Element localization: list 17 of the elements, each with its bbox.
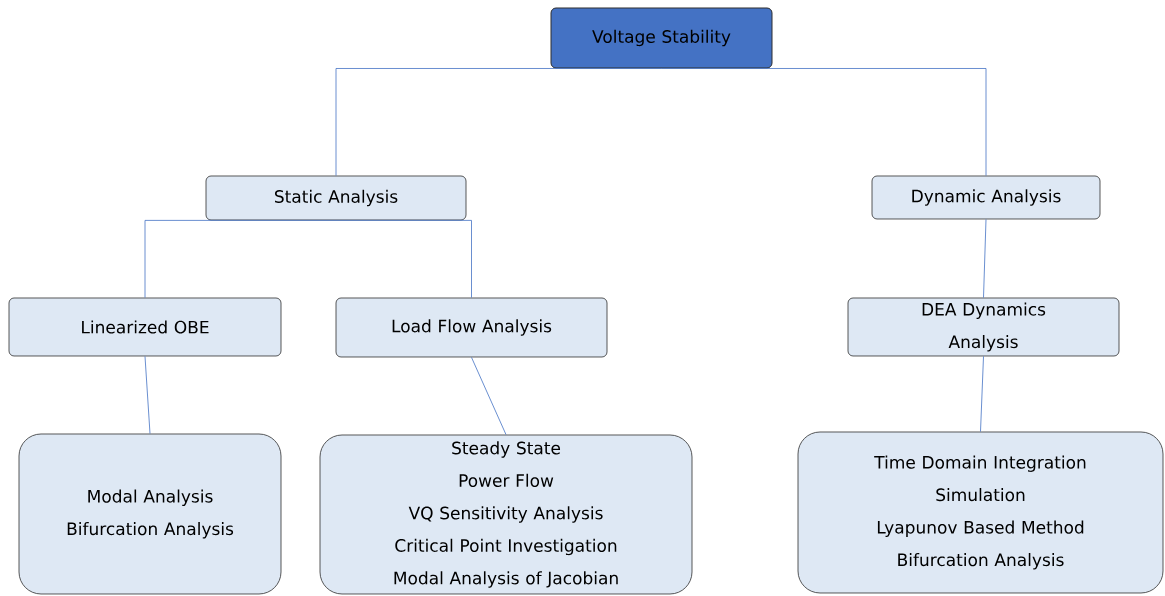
category-box: Linearized OBE [8, 297, 282, 357]
category-box: Dynamic Analysis [871, 175, 1101, 220]
category-box: Static Analysis [205, 175, 467, 221]
title-box: Voltage Stability [550, 7, 773, 69]
method-list-box: Steady State Power Flow VQ Sensitivity Analysis Critical Point Investigation Modal Analysis of Jacobian [319, 434, 693, 595]
connector-line [983, 219, 987, 298]
category-box: DEA Dynamics Analysis [847, 297, 1120, 357]
connector-line [335, 68, 662, 176]
method-list-box: Time Domain Integration Simulation Lyapunov Based Method Bifurcation Analysis [797, 431, 1164, 594]
connector-line [661, 68, 987, 176]
method-list-box: Modal Analysis Bifurcation Analysis [18, 433, 282, 595]
connector-line [471, 357, 507, 435]
connector-line [144, 220, 337, 298]
category-box: Load Flow Analysis [335, 297, 608, 358]
connector-line [980, 356, 984, 432]
connector-line [144, 356, 151, 434]
connector-line [335, 220, 472, 298]
